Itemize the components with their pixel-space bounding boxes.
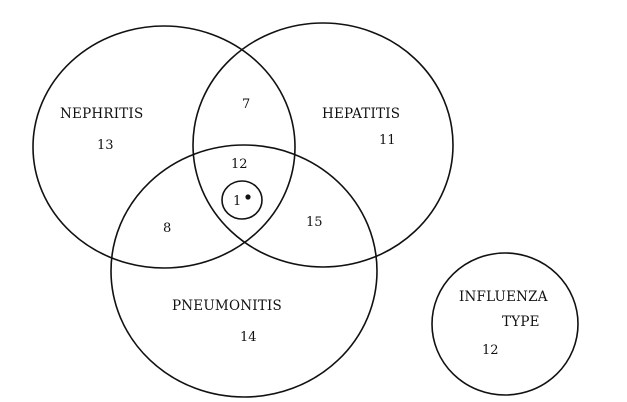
pneumonitis-circle (110, 144, 378, 398)
nephritis-pneumonitis-count: 8 (163, 221, 171, 236)
hepatitis-label: HEPATITIS (322, 106, 400, 122)
hepatitis-circle (192, 22, 454, 268)
nephritis-label: NEPHRITIS (60, 106, 143, 122)
influenza-count: 12 (482, 343, 499, 358)
all-three-count: 12 (231, 157, 248, 172)
core-circle (221, 180, 263, 220)
nephritis-circle (32, 25, 296, 269)
influenza-type-label: TYPE (502, 314, 540, 330)
hepatitis-count: 11 (379, 133, 396, 148)
pneumonitis-label: PNEUMONITIS (172, 298, 282, 314)
pneumonitis-count: 14 (240, 330, 257, 345)
nephritis-hepatitis-count: 7 (242, 97, 250, 112)
nephritis-count: 13 (97, 138, 114, 153)
influenza-circle (431, 252, 579, 396)
inner-core-count: 1 (233, 194, 241, 209)
influenza-label: INFLUENZA (459, 289, 548, 305)
core-dot-marker (245, 194, 251, 200)
hepatitis-pneumonitis-count: 15 (306, 215, 323, 230)
